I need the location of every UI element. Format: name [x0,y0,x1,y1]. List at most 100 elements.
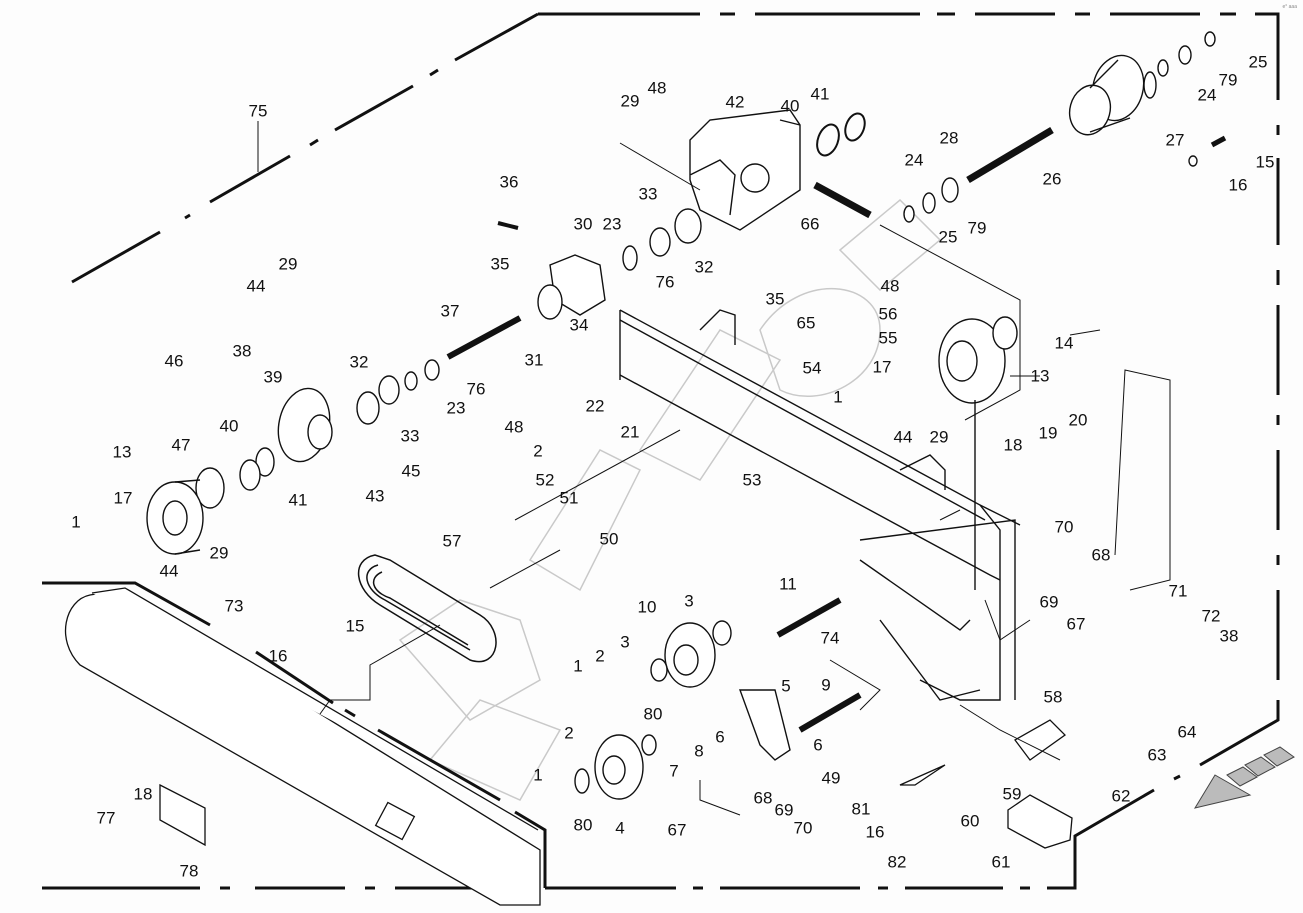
callout-part-65[interactable]: 65 [796,313,816,333]
callout-part-80[interactable]: 80 [573,815,593,835]
callout-part-35[interactable]: 35 [490,254,510,274]
callout-part-62[interactable]: 62 [1111,786,1131,806]
callout-part-2[interactable]: 2 [595,646,605,666]
callout-part-48[interactable]: 48 [880,276,900,296]
callout-part-40[interactable]: 40 [219,416,239,436]
callout-part-81[interactable]: 81 [851,799,871,819]
callout-part-33[interactable]: 33 [400,426,420,446]
callout-part-47[interactable]: 47 [171,435,191,455]
callout-part-19[interactable]: 19 [1038,423,1058,443]
callout-part-16[interactable]: 16 [1228,175,1248,195]
callout-part-29[interactable]: 29 [620,91,640,111]
callout-part-39[interactable]: 39 [263,367,283,387]
callout-part-20[interactable]: 20 [1068,410,1088,430]
callout-part-44[interactable]: 44 [246,276,266,296]
callout-part-54[interactable]: 54 [802,358,822,378]
callout-part-3[interactable]: 3 [620,632,630,652]
callout-part-17[interactable]: 17 [872,357,892,377]
callout-part-77[interactable]: 77 [96,808,116,828]
callout-part-5[interactable]: 5 [781,676,791,696]
callout-part-38[interactable]: 38 [232,341,252,361]
callout-part-58[interactable]: 58 [1043,687,1063,707]
callout-part-53[interactable]: 53 [742,470,762,490]
callout-part-2[interactable]: 2 [564,723,574,743]
callout-part-67[interactable]: 67 [1066,614,1086,634]
callout-part-37[interactable]: 37 [440,301,460,321]
callout-part-32[interactable]: 32 [694,257,714,277]
callout-part-17[interactable]: 17 [113,488,133,508]
callout-part-24[interactable]: 24 [1197,85,1217,105]
callout-part-29[interactable]: 29 [209,543,229,563]
callout-part-38[interactable]: 38 [1219,626,1239,646]
callout-part-29[interactable]: 29 [278,254,298,274]
callout-part-71[interactable]: 71 [1168,581,1188,601]
callout-part-23[interactable]: 23 [446,398,466,418]
callout-part-31[interactable]: 31 [524,350,544,370]
callout-part-18[interactable]: 18 [1003,435,1023,455]
callout-part-40[interactable]: 40 [780,96,800,116]
callout-part-23[interactable]: 23 [602,214,622,234]
callout-part-64[interactable]: 64 [1177,722,1197,742]
callout-part-63[interactable]: 63 [1147,745,1167,765]
callout-part-16[interactable]: 16 [865,822,885,842]
callout-part-13[interactable]: 13 [112,442,132,462]
callout-part-34[interactable]: 34 [569,315,589,335]
callout-part-29[interactable]: 29 [929,427,949,447]
callout-part-74[interactable]: 74 [820,628,840,648]
callout-part-6[interactable]: 6 [813,735,823,755]
callout-part-27[interactable]: 27 [1165,130,1185,150]
callout-part-76[interactable]: 76 [466,379,486,399]
callout-part-2[interactable]: 2 [533,441,543,461]
callout-part-22[interactable]: 22 [585,396,605,416]
callout-part-43[interactable]: 43 [365,486,385,506]
callout-part-68[interactable]: 68 [753,788,773,808]
callout-part-16[interactable]: 16 [268,646,288,666]
callout-part-30[interactable]: 30 [573,214,593,234]
callout-part-59[interactable]: 59 [1002,784,1022,804]
callout-part-79[interactable]: 79 [1218,70,1238,90]
callout-part-69[interactable]: 69 [1039,592,1059,612]
callout-part-68[interactable]: 68 [1091,545,1111,565]
callout-part-7[interactable]: 7 [669,761,679,781]
callout-part-1[interactable]: 1 [533,765,543,785]
callout-part-56[interactable]: 56 [878,304,898,324]
callout-part-9[interactable]: 9 [821,675,831,695]
callout-part-50[interactable]: 50 [599,529,619,549]
callout-part-67[interactable]: 67 [667,820,687,840]
callout-part-48[interactable]: 48 [504,417,524,437]
callout-part-78[interactable]: 78 [179,861,199,881]
callout-part-18[interactable]: 18 [133,784,153,804]
callout-part-6[interactable]: 6 [715,727,725,747]
callout-part-70[interactable]: 70 [793,818,813,838]
callout-part-10[interactable]: 10 [637,597,657,617]
callout-part-15[interactable]: 15 [345,616,365,636]
callout-part-4[interactable]: 4 [615,818,625,838]
callout-part-25[interactable]: 25 [1248,52,1268,72]
callout-part-80[interactable]: 80 [643,704,663,724]
callout-part-42[interactable]: 42 [725,92,745,112]
callout-part-32[interactable]: 32 [349,352,369,372]
callout-part-46[interactable]: 46 [164,351,184,371]
callout-part-24[interactable]: 24 [904,150,924,170]
callout-part-33[interactable]: 33 [638,184,658,204]
callout-part-11[interactable]: 11 [779,574,797,594]
callout-part-76[interactable]: 76 [655,272,675,292]
callout-part-48[interactable]: 48 [647,78,667,98]
callout-part-41[interactable]: 41 [810,84,830,104]
callout-part-21[interactable]: 21 [620,422,640,442]
callout-part-3[interactable]: 3 [684,591,694,611]
callout-part-1[interactable]: 1 [71,512,81,532]
callout-part-26[interactable]: 26 [1042,169,1062,189]
callout-part-61[interactable]: 61 [991,852,1011,872]
callout-part-49[interactable]: 49 [821,768,841,788]
callout-part-75[interactable]: 75 [248,101,268,121]
callout-part-73[interactable]: 73 [224,596,244,616]
callout-part-36[interactable]: 36 [499,172,519,192]
callout-part-15[interactable]: 15 [1255,152,1275,172]
callout-part-79[interactable]: 79 [967,218,987,238]
callout-part-51[interactable]: 51 [559,488,579,508]
callout-part-45[interactable]: 45 [401,461,421,481]
callout-part-44[interactable]: 44 [893,427,913,447]
callout-part-13[interactable]: 13 [1030,366,1050,386]
callout-part-44[interactable]: 44 [159,561,179,581]
